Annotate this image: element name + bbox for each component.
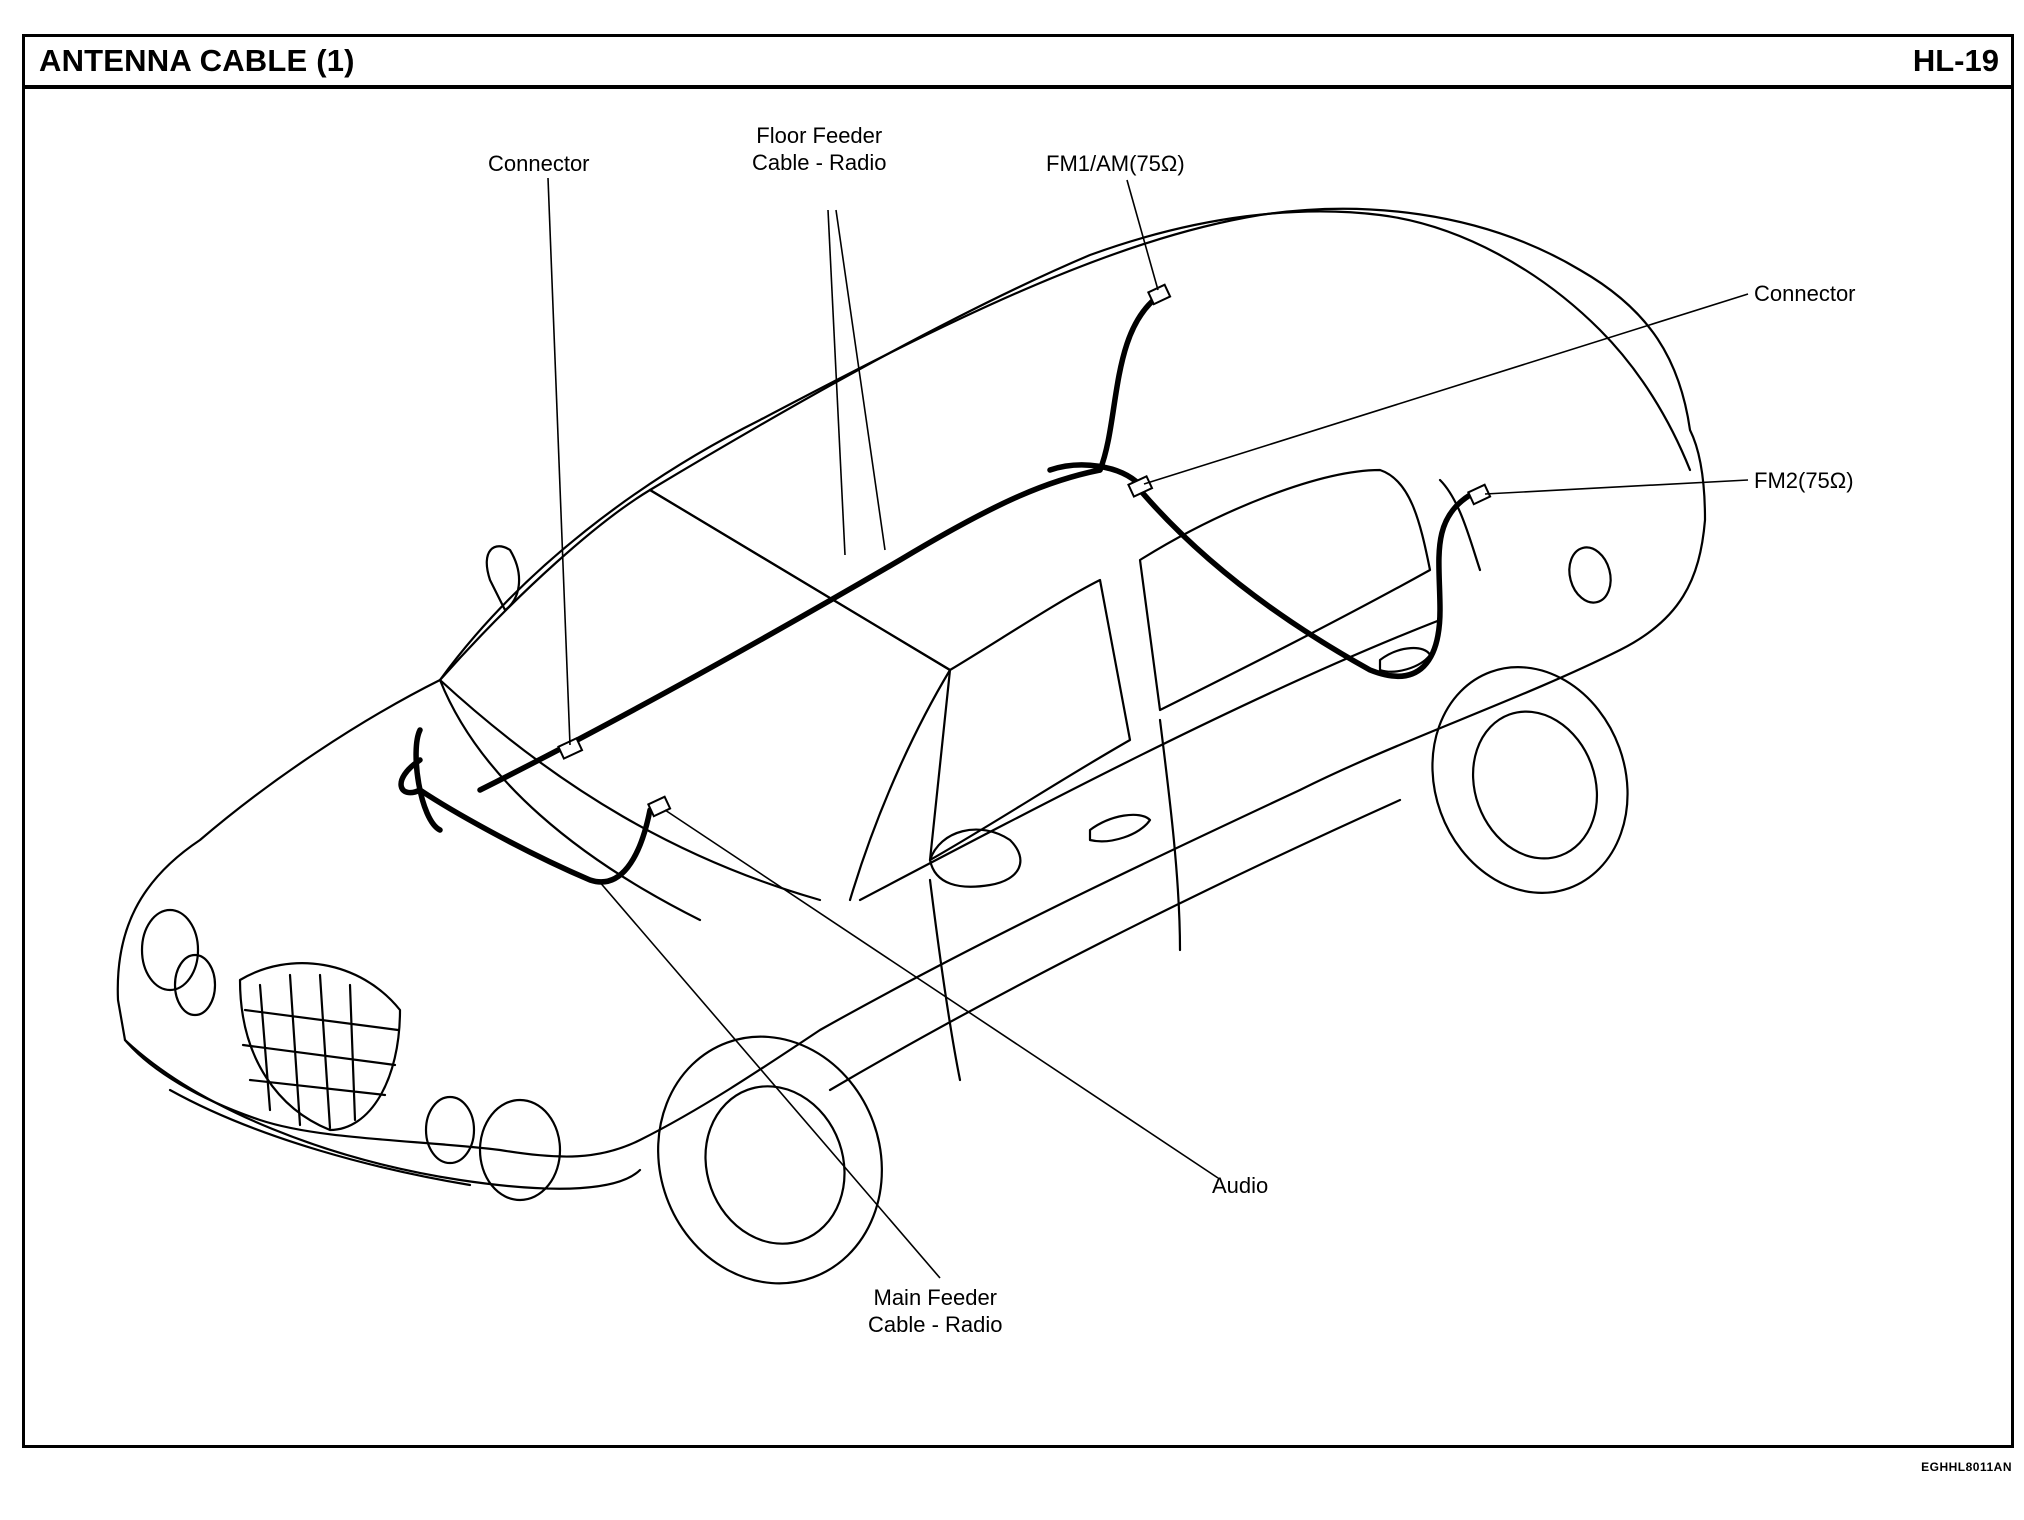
label-main-feeder-line1: Main Feeder	[873, 1285, 998, 1310]
label-connector-right: Connector	[1754, 281, 1856, 306]
car-body-outline	[116, 207, 1707, 1158]
figure-code: EGHHL8011AN	[1921, 1460, 2012, 1474]
hood-line	[438, 678, 822, 902]
fm2-block	[1466, 483, 1492, 506]
rear-wheel	[1471, 710, 1599, 860]
rear-antenna-fin	[485, 545, 521, 612]
label-floor-feeder-line2: Cable - Radio	[752, 150, 887, 175]
door-line-front	[928, 878, 962, 1082]
page-title: ANTENNA CABLE (1)	[39, 43, 355, 78]
headlight-right-outer	[478, 1098, 562, 1202]
rear-side-window	[1138, 468, 1432, 712]
pillar-cable	[1137, 487, 1473, 679]
label-main-feeder-line2: Cable - Radio	[868, 1312, 1003, 1337]
belt-line	[858, 618, 1442, 902]
leader-main-feeder	[597, 879, 941, 1279]
front-wheel	[704, 1085, 846, 1245]
leader-audio	[664, 809, 1219, 1179]
headlight-left-outer	[140, 908, 200, 992]
front-side-window	[928, 578, 1132, 862]
leader-fm2	[1484, 479, 1749, 495]
side-mirror	[928, 828, 1022, 888]
leader-connector-left	[547, 177, 571, 746]
rocker-line	[828, 798, 1402, 1092]
label-connector-left: Connector	[488, 151, 590, 176]
headlight-right-inner	[424, 1095, 476, 1165]
rear-wheel-arch	[1431, 666, 1629, 894]
audio-block	[646, 795, 672, 818]
windshield	[438, 488, 952, 902]
leader-fm1	[1126, 179, 1159, 291]
car-roof	[648, 210, 1692, 492]
front-door-handle	[1088, 813, 1152, 843]
hood-rear	[438, 678, 702, 922]
leader-floor-feeder-b	[835, 209, 886, 551]
label-floor-feeder: Floor Feeder Cable - Radio	[752, 122, 887, 176]
title-bar: ANTENNA CABLE (1) HL-19	[25, 37, 2011, 89]
label-audio: Audio	[1212, 1173, 1269, 1198]
floor-feeder-cable	[477, 467, 1103, 793]
front-wheel-arch	[657, 1035, 883, 1285]
roof-cable-fm1	[1097, 292, 1163, 473]
diagram-frame: ANTENNA CABLE (1) HL-19	[22, 34, 2014, 1448]
fuel-door	[1568, 546, 1612, 604]
fm1-block	[1146, 283, 1172, 306]
leader-connector-right	[1143, 293, 1749, 485]
connector-cable	[1047, 462, 1143, 488]
hood-loop-cable	[413, 727, 443, 833]
front-bumper	[123, 1038, 642, 1190]
page-code: HL-19	[1912, 43, 1999, 78]
quarter-window	[1438, 478, 1482, 572]
grille	[238, 962, 402, 1132]
connector-left-block	[557, 737, 584, 760]
label-fm2: FM2(75Ω)	[1754, 468, 1854, 493]
label-main-feeder: Main Feeder Cable - Radio	[868, 1284, 1003, 1338]
door-line-rear	[1158, 718, 1182, 952]
main-feeder-cable	[398, 757, 653, 885]
label-floor-feeder-line1: Floor Feeder	[756, 123, 883, 148]
label-fm1-am: FM1/AM(75Ω)	[1046, 151, 1185, 176]
headlight-left-inner	[173, 953, 217, 1017]
leader-floor-feeder-a	[827, 209, 846, 556]
